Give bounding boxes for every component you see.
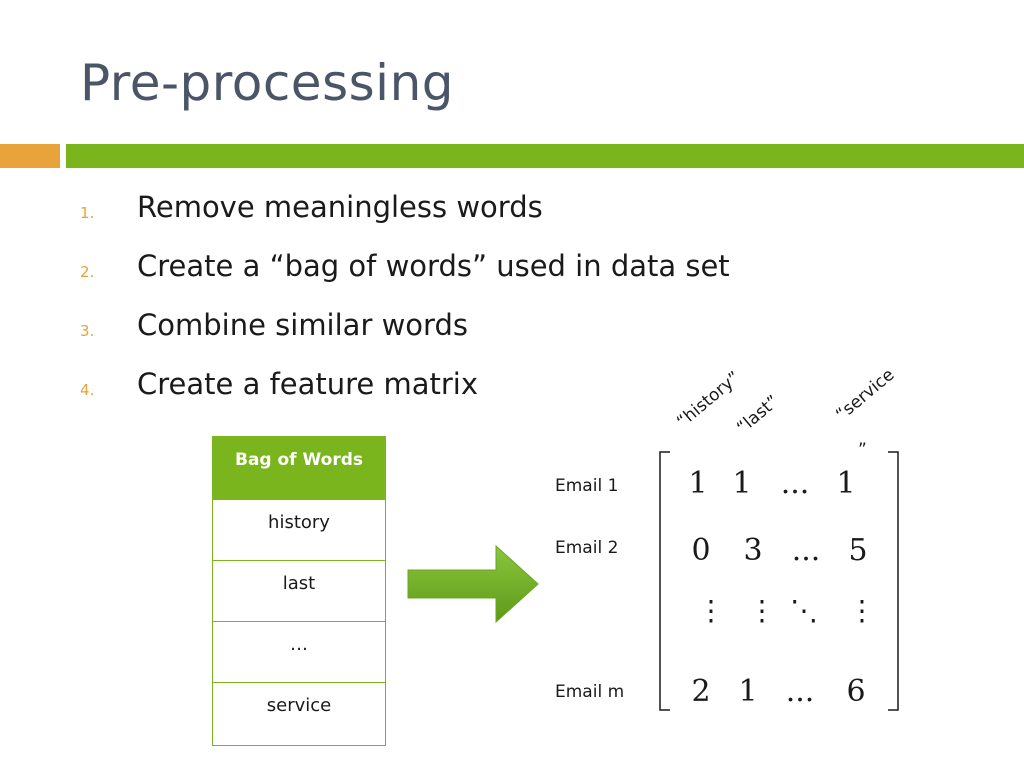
matrix-vdots: ⋮ — [748, 594, 776, 627]
slide-title: Pre-processing — [80, 54, 454, 112]
matrix-vdots: ⋮ — [697, 594, 725, 627]
row-label: Email m — [555, 682, 625, 702]
matrix-cell: 1 — [732, 466, 752, 501]
matrix-cell: 0 — [691, 533, 711, 568]
table-row: last — [213, 560, 385, 621]
list-text: Create a “bag of words” used in data set — [137, 249, 730, 283]
list-text: Remove meaningless words — [137, 190, 543, 224]
green-accent-bar — [66, 144, 1024, 168]
row-label: Email 1 — [555, 476, 619, 496]
column-label: “last” — [733, 391, 783, 438]
bag-of-words-table: Bag of Words history last … service — [212, 436, 386, 746]
table-row: … — [213, 621, 385, 682]
matrix-ddots: ⋱ — [790, 594, 818, 627]
matrix-cell: 2 — [691, 674, 711, 709]
row-label: Email 2 — [555, 538, 619, 558]
table-row: service — [213, 682, 385, 743]
list-number: 3. — [80, 322, 95, 340]
column-label: ” — [858, 440, 867, 460]
matrix-brackets — [659, 451, 899, 711]
right-arrow-icon — [407, 544, 539, 624]
matrix-vdots: ⋮ — [848, 594, 876, 627]
column-label: “service — [832, 364, 899, 425]
list-number: 4. — [80, 381, 95, 399]
bag-of-words-header: Bag of Words — [213, 437, 385, 499]
list-text: Combine similar words — [137, 308, 468, 342]
matrix-cell: 1 — [688, 466, 708, 501]
list-text: Create a feature matrix — [137, 367, 479, 401]
matrix-cell: ... — [791, 533, 821, 568]
list-number: 2. — [80, 263, 95, 281]
matrix-cell: 6 — [846, 674, 866, 709]
matrix-cell: ... — [785, 674, 815, 709]
matrix-cell: 5 — [848, 533, 868, 568]
matrix-cell: ... — [780, 466, 810, 501]
table-row: history — [213, 499, 385, 560]
matrix-cell: 1 — [738, 674, 758, 709]
matrix-cell: 3 — [743, 533, 763, 568]
matrix-cell: 1 — [836, 466, 856, 501]
orange-accent-bar — [0, 144, 60, 168]
list-number: 1. — [80, 204, 95, 222]
